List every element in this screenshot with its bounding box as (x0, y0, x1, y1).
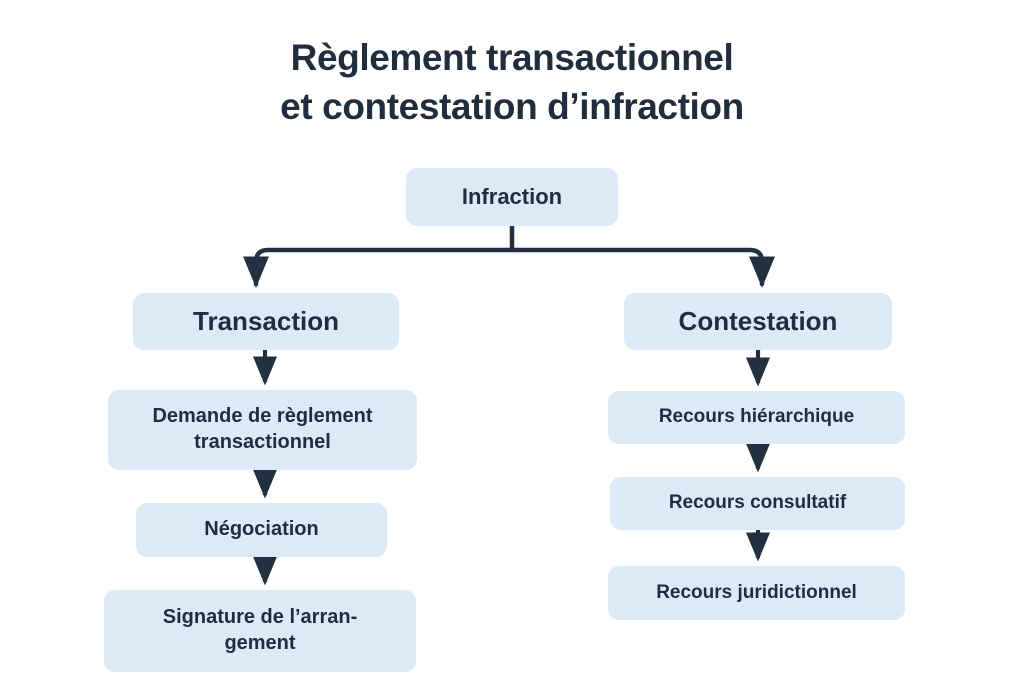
node-transaction-label: Transaction (193, 305, 339, 336)
node-infraction[interactable]: Infraction (406, 168, 618, 226)
page-title-line-2: et contestation d’infraction (280, 85, 744, 127)
node-negociation[interactable]: Négociation (136, 503, 387, 557)
node-contestation-label: Contestation (678, 305, 838, 336)
node-recours-consultatif[interactable]: Recours consultatif (610, 477, 905, 530)
node-demande-reglement[interactable]: Demande de règlement transactionnel (108, 390, 417, 470)
node-recours-hierarchique[interactable]: Recours hiérarchique (608, 391, 905, 444)
node-signature-arrangement-label: Signature de l’arran- gement (163, 605, 358, 656)
node-recours-consultatif-label: Recours consultatif (668, 492, 847, 514)
node-signature-arrangement-label-line-1: Signature de l’arran- (162, 606, 358, 629)
node-recours-juridictionnel-label: Recours juridictionnel (656, 581, 857, 603)
node-negociation-label: Négociation (204, 518, 319, 541)
node-demande-reglement-label: Demande de règlement transactionnel (152, 404, 372, 455)
edge-infraction-to-transaction (243, 247, 515, 288)
node-recours-hierarchique-label: Recours hiérarchique (658, 406, 855, 428)
node-contestation[interactable]: Contestation (624, 293, 892, 350)
node-infraction-label: Infraction (461, 183, 563, 209)
node-demande-reglement-label-line-1: Demande de règlement (152, 405, 373, 428)
page-title-line-1: Règlement transactionnel (290, 37, 734, 78)
node-transaction[interactable]: Transaction (133, 293, 399, 350)
node-demande-reglement-label-line-2: transactionnel (194, 431, 331, 453)
edge-infraction-to-contestation (509, 247, 775, 288)
page-title: Règlement transactionnel et contestation… (0, 34, 1024, 132)
node-recours-juridictionnel[interactable]: Recours juridictionnel (608, 566, 905, 620)
node-signature-arrangement[interactable]: Signature de l’arran- gement (104, 590, 416, 672)
node-signature-arrangement-label-line-2: gement (224, 632, 296, 654)
